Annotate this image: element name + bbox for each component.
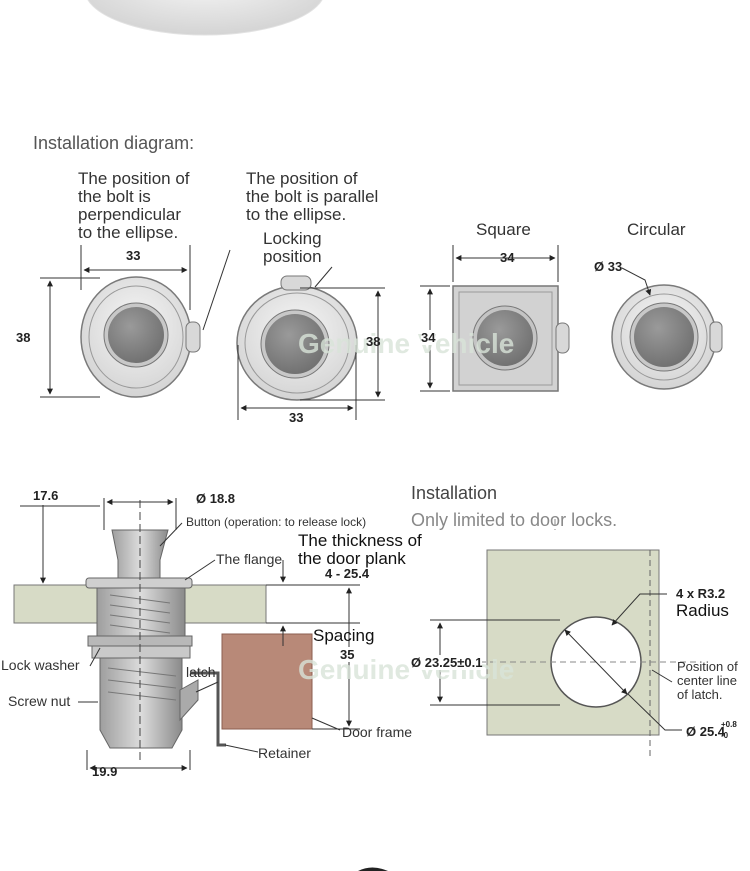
dim-phi33: Ø 33 — [594, 259, 623, 274]
top-knob-image — [87, 0, 323, 36]
dim-phi23-25: Ø 23.25±0.1 — [411, 655, 483, 670]
thickness-label: The thickness of the door plank — [298, 531, 422, 568]
dim-phi18-8: Ø 18.8 — [196, 491, 236, 506]
center-line-label: Position of center line of latch. — [677, 659, 738, 702]
retainer-label: Retainer — [258, 745, 311, 761]
button-label: Button (operation: to release lock) — [186, 515, 367, 529]
locking-position-label: Locking position — [263, 229, 322, 266]
dim-4-25-4: 4 - 25.4 — [325, 566, 370, 581]
lock-washer-label: Lock washer — [1, 657, 80, 673]
installation-title: Installation — [411, 483, 498, 503]
circular-lock-drawing — [611, 284, 723, 390]
dim-19-9: 19.9 — [92, 764, 118, 779]
tol-minus: -0 — [721, 731, 729, 740]
dim-phi25-4: Ø 25.4 — [686, 724, 726, 739]
bottom-cropped-image — [358, 867, 388, 871]
watermark-top: Genuine Vehicle — [298, 328, 515, 359]
perpendicular-lock-drawing — [80, 276, 201, 398]
circular-title: Circular — [627, 220, 686, 239]
dim-17-6: 17.6 — [33, 488, 59, 503]
dim-34-width: 34 — [500, 250, 515, 265]
installation-subtitle: Only limited to door locks. — [411, 510, 618, 530]
installation-cutout — [440, 519, 700, 760]
installation-diagram-title: Installation diagram: — [33, 133, 195, 153]
square-lock-drawing — [452, 285, 570, 392]
tol-plus: +0.8 — [721, 720, 737, 729]
dim-38-perpendicular: 38 — [16, 330, 31, 345]
lock-cross-section — [13, 500, 313, 760]
parallel-lock-drawing — [236, 275, 358, 401]
dim-33-perpendicular: 33 — [126, 248, 141, 263]
dim-38-parallel: 38 — [366, 334, 381, 349]
radius-label: Radius — [676, 601, 729, 620]
square-title: Square — [476, 220, 531, 239]
door-frame-label: Door frame — [342, 724, 413, 740]
screw-nut-label: Screw nut — [8, 693, 71, 709]
dim-34-height: 34 — [421, 330, 436, 345]
dim-33-parallel: 33 — [289, 410, 304, 425]
perpendicular-caption: The position of the bolt is perpendicula… — [78, 169, 190, 242]
spacing-label: Spacing — [313, 626, 375, 645]
parallel-caption: The position of the bolt is parallel to … — [246, 169, 379, 224]
latch-label: latch — [186, 664, 216, 680]
dim-35: 35 — [340, 647, 355, 662]
dim-4x-r3-2: 4 x R3.2 — [676, 586, 726, 601]
flange-label: The flange — [216, 551, 283, 567]
